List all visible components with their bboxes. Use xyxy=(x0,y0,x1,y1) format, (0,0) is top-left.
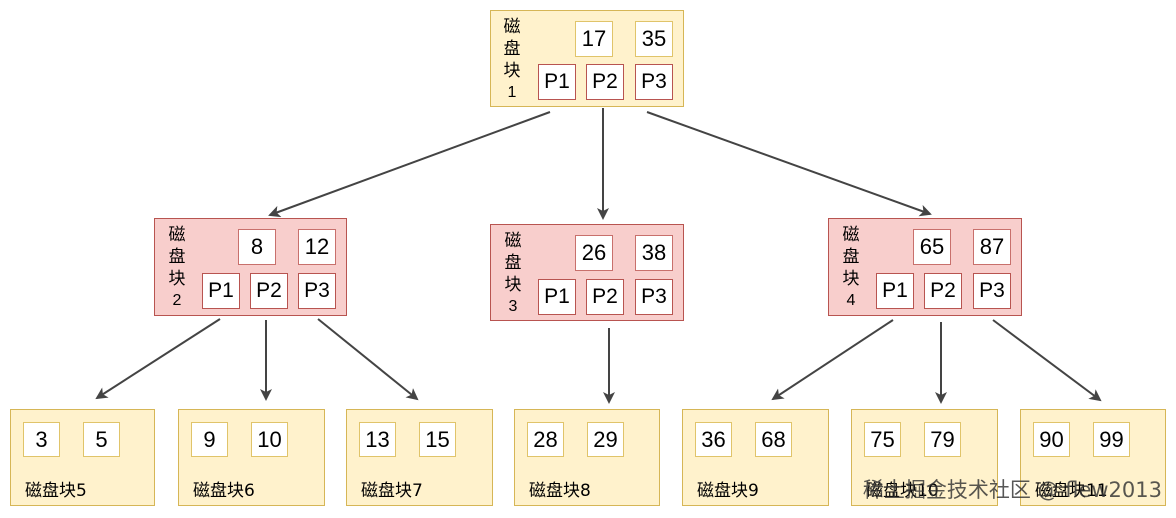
disk-block-3: 磁 盘 块 3 26 38 P1 P2 P3 xyxy=(490,224,684,321)
pointer-cell: P2 xyxy=(250,273,288,309)
pointer-cell: P3 xyxy=(298,273,336,309)
disk-block-label: 磁盘块8 xyxy=(529,481,591,501)
disk-block-6: 9 10 磁盘块6 xyxy=(178,409,325,506)
label-char: 盘 xyxy=(504,253,522,273)
label-char: 1 xyxy=(507,84,517,101)
key-cell: 12 xyxy=(298,229,336,265)
key-cell: 3 xyxy=(23,422,60,457)
key-cell: 28 xyxy=(527,422,564,457)
disk-block-8: 28 29 磁盘块8 xyxy=(514,409,660,506)
disk-block-label: 磁盘块7 xyxy=(361,481,423,501)
label-char: 4 xyxy=(846,292,856,309)
label-char: 3 xyxy=(508,298,518,315)
label-char: 磁 xyxy=(504,231,522,251)
label-char: 磁 xyxy=(168,225,186,245)
pointer-cell: P1 xyxy=(876,273,914,309)
disk-block-9: 36 68 磁盘块9 xyxy=(682,409,829,506)
key-cell: 90 xyxy=(1033,422,1070,457)
pointer-cell: P1 xyxy=(538,279,576,315)
pointer-cell: P3 xyxy=(973,273,1011,309)
arrow-root-p3 xyxy=(646,111,932,217)
pointer-cell: P2 xyxy=(924,273,962,309)
key-cell: 10 xyxy=(251,422,288,457)
label-char: 磁 xyxy=(503,17,521,37)
key-cell: 8 xyxy=(238,229,276,265)
pointer-cell: P3 xyxy=(635,279,673,315)
pointer-cell: P2 xyxy=(586,279,624,315)
disk-block-label: 磁盘块5 xyxy=(25,481,87,501)
arrow-b4-p3 xyxy=(992,319,1102,402)
label-char: 盘 xyxy=(503,39,521,59)
arrow-b2-p3 xyxy=(317,318,419,401)
key-cell: 13 xyxy=(359,422,396,457)
disk-block-label: 磁盘块10 xyxy=(866,481,939,501)
disk-block-1-label: 磁 盘 块 1 xyxy=(502,16,522,104)
pointer-cell: P1 xyxy=(202,273,240,309)
disk-block-2-label: 磁 盘 块 2 xyxy=(167,224,187,312)
disk-block-4-label: 磁 盘 块 4 xyxy=(841,224,861,312)
disk-block-11: 90 99 磁盘块11 xyxy=(1020,409,1166,506)
disk-block-label: 磁盘块9 xyxy=(697,481,759,501)
key-cell: 29 xyxy=(587,422,624,457)
key-cell: 17 xyxy=(575,21,613,57)
key-cell: 15 xyxy=(419,422,456,457)
arrow-b2-p1 xyxy=(95,318,221,400)
label-char: 块 xyxy=(842,269,860,289)
pointer-cell: P2 xyxy=(586,64,624,100)
disk-block-7: 13 15 磁盘块7 xyxy=(346,409,493,506)
watermark: 稀土掘金技术社区 @ flew2013 xyxy=(862,478,1162,502)
label-char: 块 xyxy=(504,275,522,295)
key-cell: 36 xyxy=(695,422,732,457)
disk-block-4: 磁 盘 块 4 65 87 P1 P2 P3 xyxy=(828,218,1022,316)
key-cell: 5 xyxy=(83,422,120,457)
pointer-cell: P1 xyxy=(538,64,576,100)
key-cell: 99 xyxy=(1093,422,1130,457)
pointer-cell: P3 xyxy=(635,64,673,100)
label-char: 盘 xyxy=(168,247,186,267)
key-cell: 68 xyxy=(755,422,792,457)
key-cell: 9 xyxy=(191,422,228,457)
label-char: 盘 xyxy=(842,247,860,267)
key-cell: 75 xyxy=(864,422,901,457)
disk-block-3-label: 磁 盘 块 3 xyxy=(503,230,523,318)
key-cell: 65 xyxy=(913,229,951,265)
key-cell: 87 xyxy=(973,229,1011,265)
arrow-b4-p1 xyxy=(771,319,894,401)
label-char: 2 xyxy=(172,292,182,309)
key-cell: 26 xyxy=(575,235,613,271)
key-cell: 79 xyxy=(924,422,961,457)
disk-block-5: 3 5 磁盘块5 xyxy=(10,409,155,506)
disk-block-10: 75 79 磁盘块10 xyxy=(851,409,998,506)
label-char: 磁 xyxy=(842,225,860,245)
disk-block-label: 磁盘块11 xyxy=(1035,481,1108,501)
label-char: 块 xyxy=(168,269,186,289)
key-cell: 38 xyxy=(635,235,673,271)
arrow-root-p1 xyxy=(268,111,551,218)
disk-block-1: 磁 盘 块 1 17 35 P1 P2 P3 xyxy=(490,10,684,107)
label-char: 块 xyxy=(503,61,521,81)
disk-block-2: 磁 盘 块 2 8 12 P1 P2 P3 xyxy=(154,218,347,316)
disk-block-label: 磁盘块6 xyxy=(193,481,255,501)
key-cell: 35 xyxy=(635,21,673,57)
